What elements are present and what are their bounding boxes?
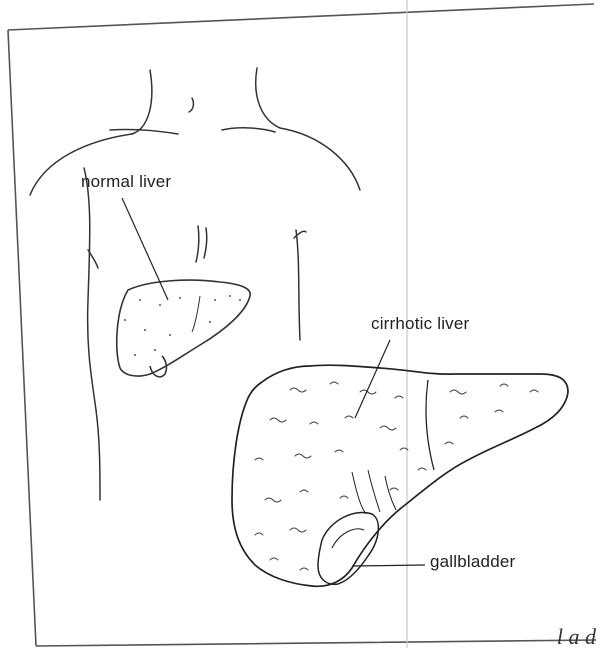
neck-left: [132, 70, 152, 134]
gallbladder-leader: [352, 565, 425, 566]
cirrhotic-liver-shape: [232, 365, 568, 586]
normal-liver-shape: [117, 280, 250, 377]
hilum-strand-3: [385, 476, 396, 510]
label-cirrhotic-liver: cirrhotic liver: [371, 314, 469, 334]
chest-right: [296, 230, 300, 340]
label-normal-liver: normal liver: [81, 172, 171, 192]
frame-border: [8, 4, 596, 646]
abdomen-left: [96, 410, 100, 500]
normal-liver-texture: [124, 295, 241, 356]
shoulder-right: [280, 128, 360, 190]
normal-liver-lobe-line: [192, 296, 200, 332]
cirrhotic-lobe-fissure: [426, 380, 434, 470]
clavicle-right: [222, 128, 275, 132]
center-line-a: [196, 226, 199, 262]
sternal-notch: [189, 98, 193, 112]
clavicle-left: [110, 129, 178, 134]
gallbladder-inner: [332, 529, 364, 548]
cirrhotic-liver-leader: [355, 340, 390, 418]
label-gallbladder: gallbladder: [430, 552, 515, 572]
chest-left: [84, 168, 96, 410]
hilum-strand-1: [352, 472, 366, 514]
torso-outline: [30, 68, 360, 500]
neck-right: [256, 68, 280, 128]
corner-text-fragment: l a d: [557, 624, 596, 650]
center-line-b: [204, 228, 207, 258]
hilum-strand-2: [368, 470, 380, 512]
cirrhotic-texture: [255, 382, 538, 570]
